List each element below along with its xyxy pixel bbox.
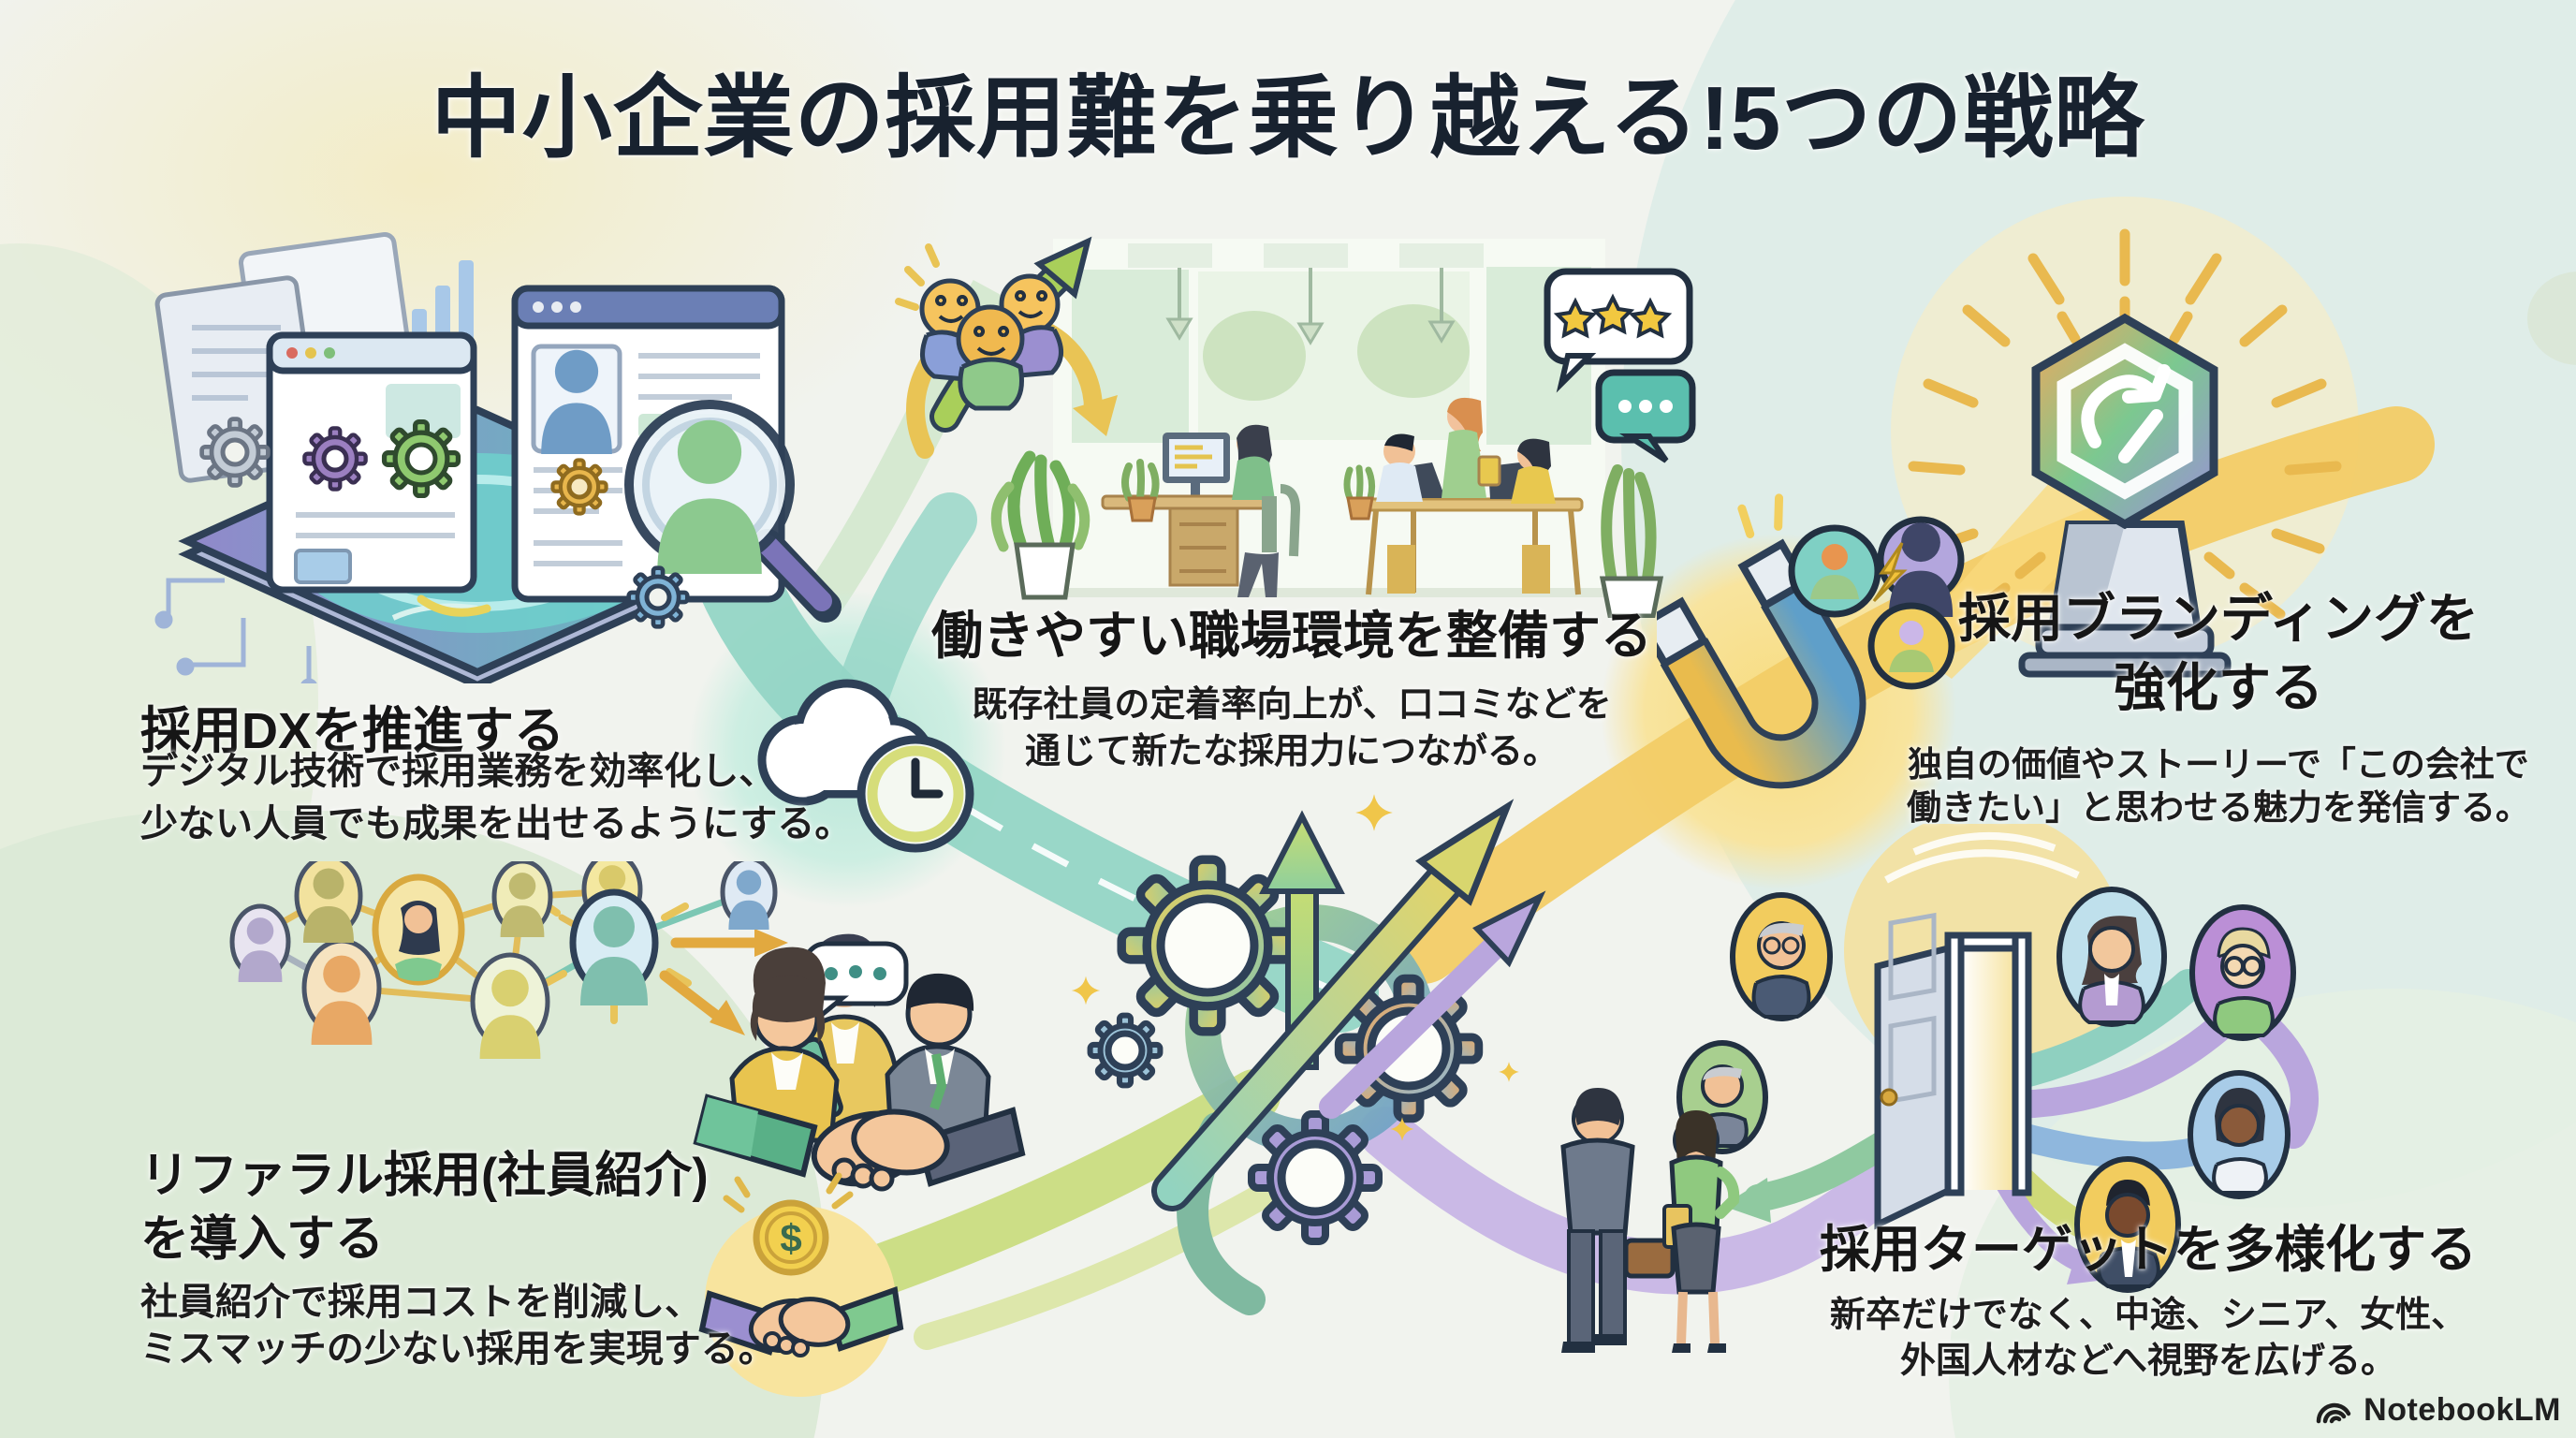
speech-bubble-icon [802, 941, 909, 1030]
jobseekers-icon [1560, 1088, 1740, 1353]
sparkle-icon [1071, 976, 1101, 1005]
watermark-brand: NotebookLM [2364, 1391, 2561, 1428]
strategy-workplace: 働きやすい職場環境を整備する 既存社員の定着率向上が、口コミなどを 通じて新たな… [899, 594, 1685, 775]
gear-icon [629, 568, 688, 627]
strategy-dx-description: デジタル技術で採用業務を効率化し、 少ない人員でも成果を出せるようにする。 [140, 745, 852, 850]
office-room [1053, 239, 1605, 597]
gear-icon [1251, 1114, 1379, 1241]
plant-icon [990, 450, 1664, 618]
desk-worker [1101, 424, 1301, 597]
strategy-workplace-heading: 働きやすい職場環境を整備する [930, 607, 1652, 665]
strategy-branding-heading: 採用ブランディングを 強化する [1900, 584, 2537, 723]
strategy-branding-description: 独自の価値やストーリーで「この会社で 働きたい」と思わせる魅力を発信する。 [1900, 743, 2537, 829]
watermark: NotebookLM [2315, 1391, 2561, 1429]
notebooklm-logo-icon [2316, 1402, 2351, 1424]
strategy-diversify-heading: 採用ターゲットを多様化する [1820, 1222, 2477, 1278]
growth-arrow-up-icon [1259, 810, 1345, 1070]
strategy-workplace-description: 既存社員の定着率向上が、口コミなどを 通じて新たな採用力につながる。 [899, 682, 1685, 775]
sparkle-icon [1499, 1062, 1519, 1082]
gear-icon [1121, 859, 1294, 1032]
office-scene-illustration [895, 236, 1696, 618]
strategy-referral-description: 社員紹介で採用コストを削減し、 ミスマッチの少ない採用を実現する。 [140, 1279, 776, 1372]
growth-arrow-purple-icon [1319, 890, 1546, 1119]
strategy-branding-heading-line1: 採用ブランディングを [1957, 589, 2480, 648]
strategy-diversify-description: 新卒だけでなく、中途、シニア、女性、 外国人材などへ視野を広げる。 [1811, 1293, 2485, 1385]
strategy-referral-heading-line1: リファラル採用(社員紹介) [140, 1149, 709, 1203]
gear-icon [1339, 978, 1479, 1119]
strategy-diversify-description-line2: 外国人材などへ視野を広げる。 [1899, 1342, 2397, 1381]
strategy-diversify: 採用ターゲットを多様化する 新卒だけでなく、中途、シニア、女性、 外国人材などへ… [1811, 1208, 2485, 1385]
meeting-group [1363, 397, 1584, 595]
gear-icon [1090, 1016, 1161, 1086]
strategy-branding: 採用ブランディングを 強化する 独自の価値やストーリーで「この会社で 働きたい」… [1900, 584, 2537, 829]
strategy-referral-heading-line2: を導入する [140, 1212, 385, 1267]
sparkle-icon [1390, 1117, 1414, 1141]
strategy-workplace-description-line2: 通じて新たな採用力につながる。 [1024, 732, 1559, 771]
strategy-workplace-description-line1: 既存社員の定着率向上が、口コミなどを [972, 685, 1612, 725]
growth-arrow-diagonal-icon [1151, 799, 1515, 1211]
strategy-branding-heading-line2: 強化する [2114, 658, 2323, 717]
page-title: 中小企業の採用難を乗り越える!5つの戦略 [431, 68, 2145, 169]
strategy-branding-description-line1: 独自の価値やストーリーで「この会社で [1908, 745, 2529, 784]
strategy-referral-heading: リファラル採用(社員紹介) を導入する [140, 1144, 709, 1271]
strategy-branding-description-line2: 働きたい」と思わせる魅力を発信する。 [1907, 788, 2530, 827]
sparkle-icon [1355, 794, 1393, 831]
strategy-dx-description-line1: デジタル技術で採用業務を効率化し、 [140, 751, 777, 792]
strategy-dx-description-line2: 少ない人員でも成果を出せるようにする。 [140, 803, 853, 844]
strategy-referral-description-line1: 社員紹介で採用コストを削減し、 [140, 1282, 702, 1323]
strategy-dx-heading: 採用DXを推進する [140, 703, 565, 759]
growth-gears-illustration [1071, 794, 1546, 1315]
strategy-referral-description-line2: ミスマッチの少ない採用を実現する。 [140, 1328, 776, 1370]
strategy-diversify-description-line1: 新卒だけでなく、中途、シニア、女性、 [1829, 1296, 2467, 1335]
